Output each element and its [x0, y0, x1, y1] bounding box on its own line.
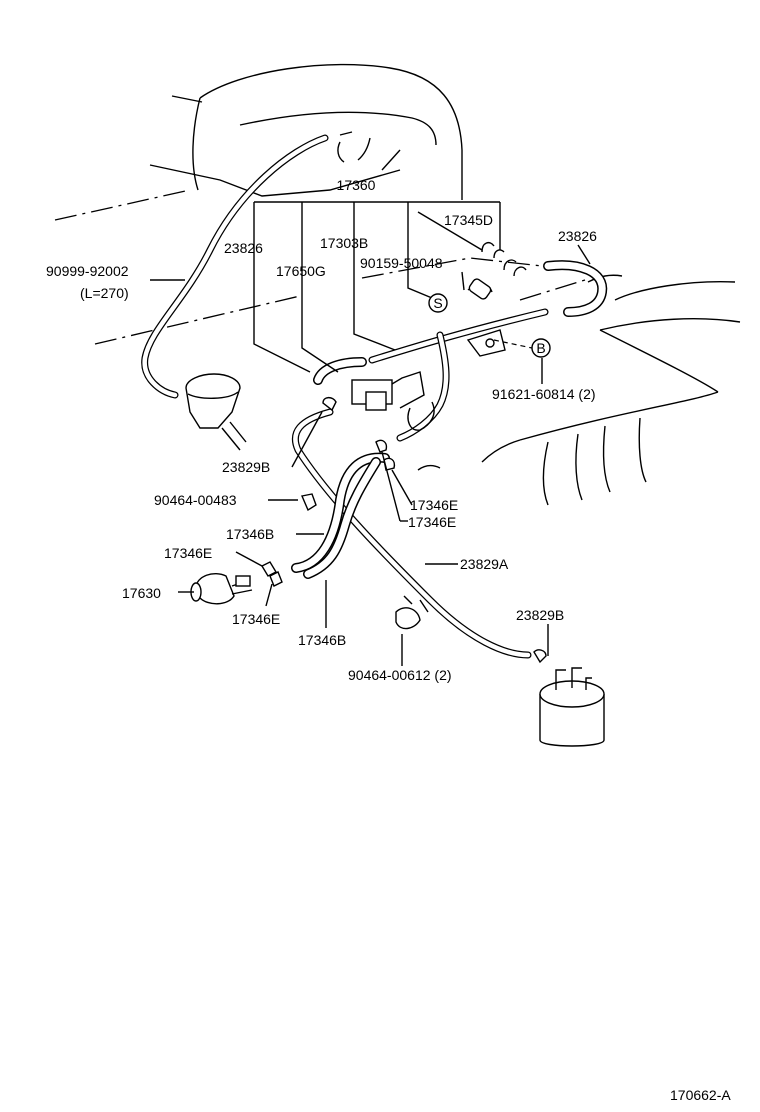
canister-23829B-left	[185, 373, 247, 451]
hose-23829A	[291, 408, 532, 659]
leader-lines	[150, 201, 591, 666]
sensor-17630	[190, 572, 253, 605]
engine-outline	[149, 63, 741, 506]
vsv-17650G	[351, 371, 435, 431]
label-23829B-right: 23829B	[516, 607, 564, 623]
label-23826-left: 23826	[224, 240, 263, 256]
marker-s-label: S	[433, 295, 442, 311]
bracket-91621	[466, 329, 506, 357]
boundary-lines	[54, 189, 586, 345]
label-17346E-b: 17346E	[408, 514, 456, 530]
hose-23826-left	[313, 357, 367, 385]
hose-90999-92002	[141, 131, 353, 399]
label-90464-00612: 90464-00612 (2)	[348, 667, 452, 683]
label-17360: 17360	[337, 177, 376, 193]
pipe-bundle-17345D	[467, 241, 527, 300]
label-23826-right: 23826	[558, 228, 597, 244]
label-17346E-left: 17346E	[164, 545, 212, 561]
label-23829A: 23829A	[460, 556, 509, 572]
hose-17346B-front	[291, 452, 390, 573]
label-17346B-lower: 17346B	[298, 632, 346, 648]
marker-b-label: B	[536, 340, 545, 356]
marker-b: B	[531, 338, 551, 358]
label-17630: 17630	[122, 585, 161, 601]
label-17346E-lower: 17346E	[232, 611, 280, 627]
hose-23826-right	[543, 260, 608, 317]
pipe-17345D	[368, 308, 549, 442]
label-17346E-a: 17346E	[410, 497, 458, 513]
label-90159-50048: 90159-50048	[360, 255, 443, 271]
label-91621-60814: 91621-60814 (2)	[492, 386, 596, 402]
label-17303B: 17303B	[320, 235, 368, 251]
figure-code: 170662-A	[670, 1087, 731, 1103]
label-17650G: 17650G	[276, 263, 326, 279]
charcoal-canister	[539, 667, 605, 747]
label-23829B-left: 23829B	[222, 459, 270, 475]
label-17345D: 17345D	[444, 212, 493, 228]
label-90999-length: (L=270)	[80, 285, 129, 301]
label-90999-92002: 90999-92002	[46, 263, 129, 279]
label-90464-00483: 90464-00483	[154, 492, 237, 508]
hose-17346B-rear	[303, 457, 381, 579]
label-17346B-upper: 17346B	[226, 526, 274, 542]
marker-s: S	[428, 293, 448, 313]
